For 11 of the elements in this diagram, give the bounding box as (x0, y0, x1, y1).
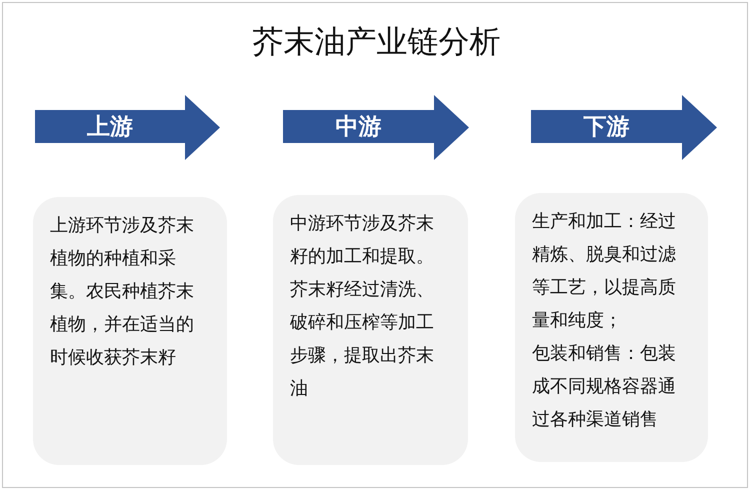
stage-arrow (531, 95, 717, 160)
stage-arrow (283, 95, 469, 160)
stage-label: 下游 (582, 113, 630, 141)
description-text: 中游环节涉及芥末籽的加工和提取。芥末籽经过清洗、破碎和压榨等加工步骤，提取出芥末油 (290, 212, 435, 400)
stage-label: 上游 (86, 113, 134, 141)
stage-arrow (35, 95, 220, 160)
diagram-title: 芥末油产业链分析 (252, 23, 502, 61)
description-text: 包装和销售：包装成不同规格容器通过各种渠道销售 (532, 342, 677, 431)
description-text: 上游环节涉及芥末植物的种植和采集。农民种植芥末植物，并在适当的时候收获芥末籽 (50, 214, 195, 369)
stage-label: 中游 (334, 113, 382, 141)
description-text: 生产和加工：经过精炼、脱臭和过滤等工艺，以提高质量和纯度； (532, 210, 677, 332)
